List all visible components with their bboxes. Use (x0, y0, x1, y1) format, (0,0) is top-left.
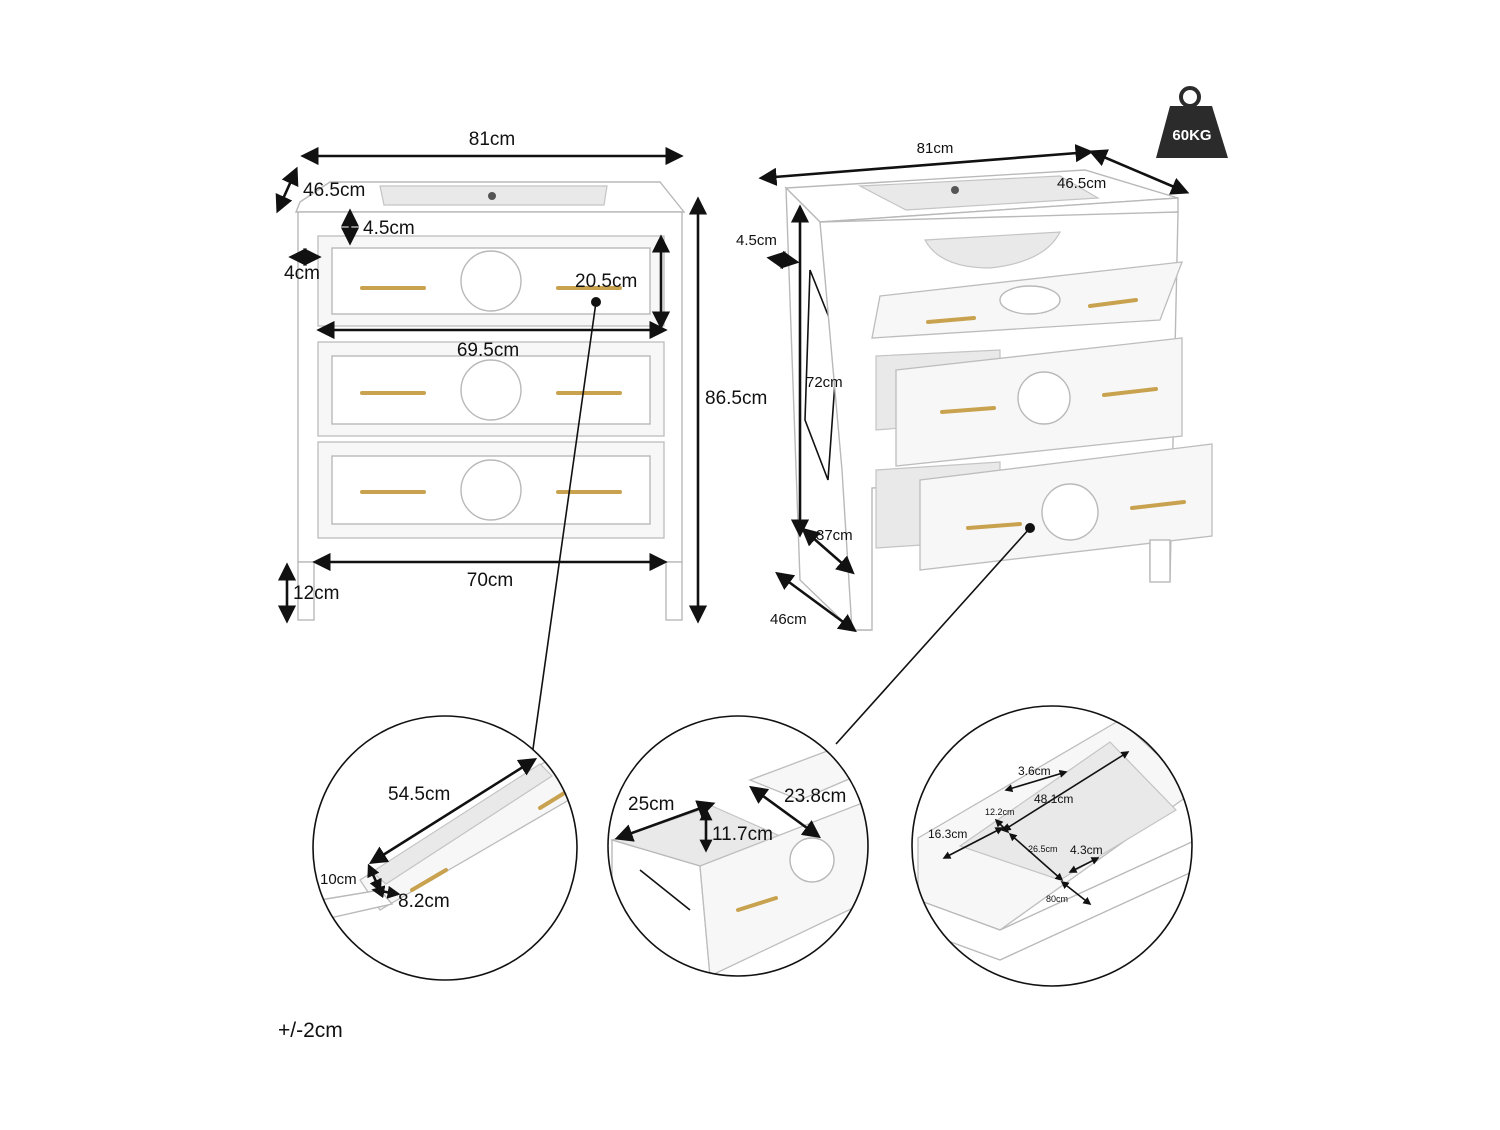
side-inner-height-label: 72cm (806, 374, 843, 391)
weight-label: 60KG (1172, 127, 1211, 144)
side-view-cabinet (784, 169, 1213, 631)
side-drawer-depth-label: 37cm (816, 527, 853, 544)
front-drawer-3 (317, 441, 665, 539)
front-depth-label: 46.5cm (303, 180, 365, 201)
tolerance-note: +/-2cm (278, 1019, 343, 1042)
detail1-thickness-label: 8.2cm (398, 891, 450, 912)
front-top-thickness-label: 4.5cm (363, 218, 415, 239)
side-width-label: 81cm (917, 140, 954, 157)
front-view-cabinet (294, 181, 686, 621)
detail3-d3-label: 12.2cm (985, 807, 1015, 817)
front-side-thickness-label: 4cm (284, 263, 320, 284)
side-drawer-3 (875, 443, 1213, 571)
front-drawer-2 (317, 341, 665, 437)
side-faucet-hole (951, 186, 959, 194)
faucet-hole (488, 192, 496, 200)
callout-leaders (531, 297, 1035, 757)
front-base-width-label: 70cm (467, 570, 513, 591)
side-drawer-2 (875, 337, 1183, 467)
front-leg-height-label: 12cm (293, 583, 339, 604)
detail1-length-label: 54.5cm (388, 784, 450, 805)
detail2-height-label: 11.7cm (712, 824, 773, 845)
detail3-d5-label: 26.5cm (1028, 844, 1058, 854)
front-drawer-width-label: 69.5cm (457, 340, 519, 361)
front-dimensions: 81cm 46.5cm 4.5cm 4cm 20.5cm 69.5cm 86.5… (275, 129, 767, 624)
detail3-d2-label: 48.1cm (1034, 792, 1073, 806)
side-base-depth-label: 46cm (770, 611, 807, 628)
side-top-thickness-label: 4.5cm (736, 232, 777, 249)
detail3-d4-label: 16.3cm (928, 827, 967, 841)
detail1-height-label: 10cm (320, 871, 357, 888)
detail2-depth-label: 25cm (628, 794, 674, 815)
detail3-d7-label: 80cm (1046, 894, 1068, 904)
front-total-height-label: 86.5cm (705, 388, 767, 409)
detail3-d6-label: 4.3cm (1070, 843, 1103, 857)
detail2-width-label: 23.8cm (784, 786, 846, 807)
front-drawer-height-label: 20.5cm (575, 271, 637, 292)
front-leg-right (665, 561, 683, 621)
side-depth-label: 46.5cm (1057, 175, 1106, 192)
detail-basin: 3.6cm 48.1cm 12.2cm 16.3cm 26.5cm 4.3cm … (911, 705, 1193, 987)
detail-drawer-front: 54.5cm 10cm 8.2cm (312, 715, 578, 981)
side-dimensions: 81cm 46.5cm 4.5cm 72cm 37cm 46cm (736, 140, 1190, 633)
side-sink-bowl (924, 231, 1062, 269)
weight-icon: 60KG (1156, 86, 1228, 158)
front-width-label: 81cm (469, 129, 515, 150)
side-drawer-1 (871, 261, 1183, 339)
detail3-d1-label: 3.6cm (1018, 764, 1051, 778)
detail-drawer-box: 25cm 23.8cm 11.7cm (607, 715, 869, 977)
front-leg-left (297, 561, 315, 621)
